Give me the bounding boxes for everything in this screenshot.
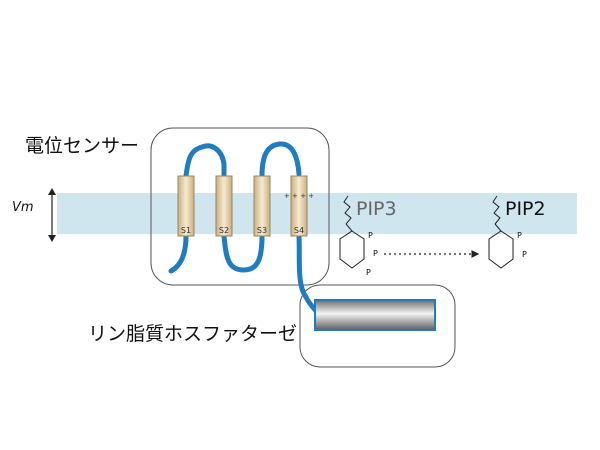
phosphatase-box: [299, 284, 456, 368]
pip2-molecule: P P: [488, 195, 527, 269]
pip2-phosphate-1: P: [517, 231, 522, 240]
pip3-molecule: P P P: [339, 195, 378, 277]
voltage-sensor-box: [150, 127, 330, 286]
phosphatase-domain: [314, 299, 436, 331]
pip2-phosphate-2: P: [522, 250, 527, 259]
phosphatase-title: リン脂質ホスファターゼ: [88, 323, 297, 345]
helix-s3: S3: [253, 175, 271, 237]
helix-s1: S1: [177, 175, 195, 237]
voltage-sensor-title: 電位センサー: [25, 135, 139, 157]
pip3-label: PIP3: [356, 198, 397, 220]
membrane: [57, 193, 577, 234]
helix-s2-label: S2: [219, 226, 229, 235]
helix-s4-label: S4: [294, 226, 304, 235]
helix-s4: + + + + S4: [284, 175, 314, 237]
helix-s4-charges: + + + +: [284, 192, 314, 200]
pip3-phosphate-3: P: [366, 268, 371, 277]
pip2-label: PIP2: [505, 198, 546, 220]
double-headed-arrow-icon: [48, 188, 56, 242]
helix-s3-label: S3: [257, 226, 267, 235]
helix-s2: S2: [215, 175, 233, 237]
pip3-phosphate-2: P: [373, 249, 378, 258]
helix-s1-label: S1: [181, 226, 191, 235]
protein-chain: [168, 141, 319, 314]
vm-label: Vm: [12, 200, 34, 215]
pip3-phosphate-1: P: [368, 231, 373, 240]
